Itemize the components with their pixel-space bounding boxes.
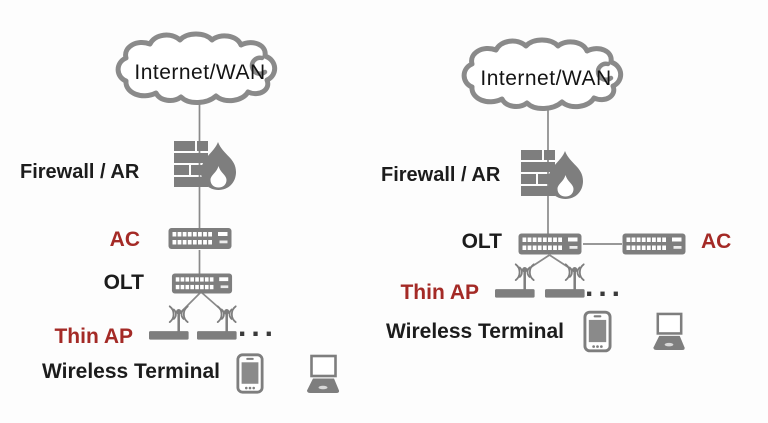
smartphone-icon <box>236 353 264 394</box>
internet-cloud: Internet/WAN <box>458 36 634 114</box>
wireless-terminal-label: Wireless Terminal <box>42 360 220 383</box>
ac-switch-icon <box>622 233 686 255</box>
thin-ap-label: Thin AP <box>54 325 133 348</box>
thin-ap-label: Thin AP <box>400 281 479 304</box>
wireless-ap-icon <box>544 263 586 299</box>
internet-cloud: Internet/WAN <box>112 30 288 108</box>
internet-wan-label: Internet/WAN <box>480 67 612 90</box>
wireless-ap-icon <box>196 305 238 341</box>
wireless-ap-icon <box>148 305 190 341</box>
wireless-ap-icon <box>494 263 536 299</box>
firewall-ar-label: Firewall / AR <box>20 161 140 183</box>
more-aps-ellipsis: ... <box>238 310 279 343</box>
laptop-icon <box>652 312 686 351</box>
ac-label: AC <box>701 230 732 253</box>
ac-label: AC <box>109 228 140 251</box>
connector-lines-left <box>178 98 227 315</box>
olt-label: OLT <box>461 230 502 253</box>
smartphone-icon <box>583 310 612 353</box>
firewall-ar-label: Firewall / AR <box>381 164 501 186</box>
firewall-icon <box>174 141 236 190</box>
ac-switch-icon <box>168 228 232 249</box>
wireless-terminal-label: Wireless Terminal <box>386 320 564 343</box>
more-aps-ellipsis: ... <box>585 270 626 303</box>
olt-switch-icon <box>171 273 233 294</box>
olt-label: OLT <box>103 271 144 294</box>
olt-switch-icon <box>518 233 582 255</box>
firewall-icon <box>521 150 583 199</box>
laptop-icon <box>305 354 341 394</box>
internet-wan-label: Internet/WAN <box>134 61 266 84</box>
